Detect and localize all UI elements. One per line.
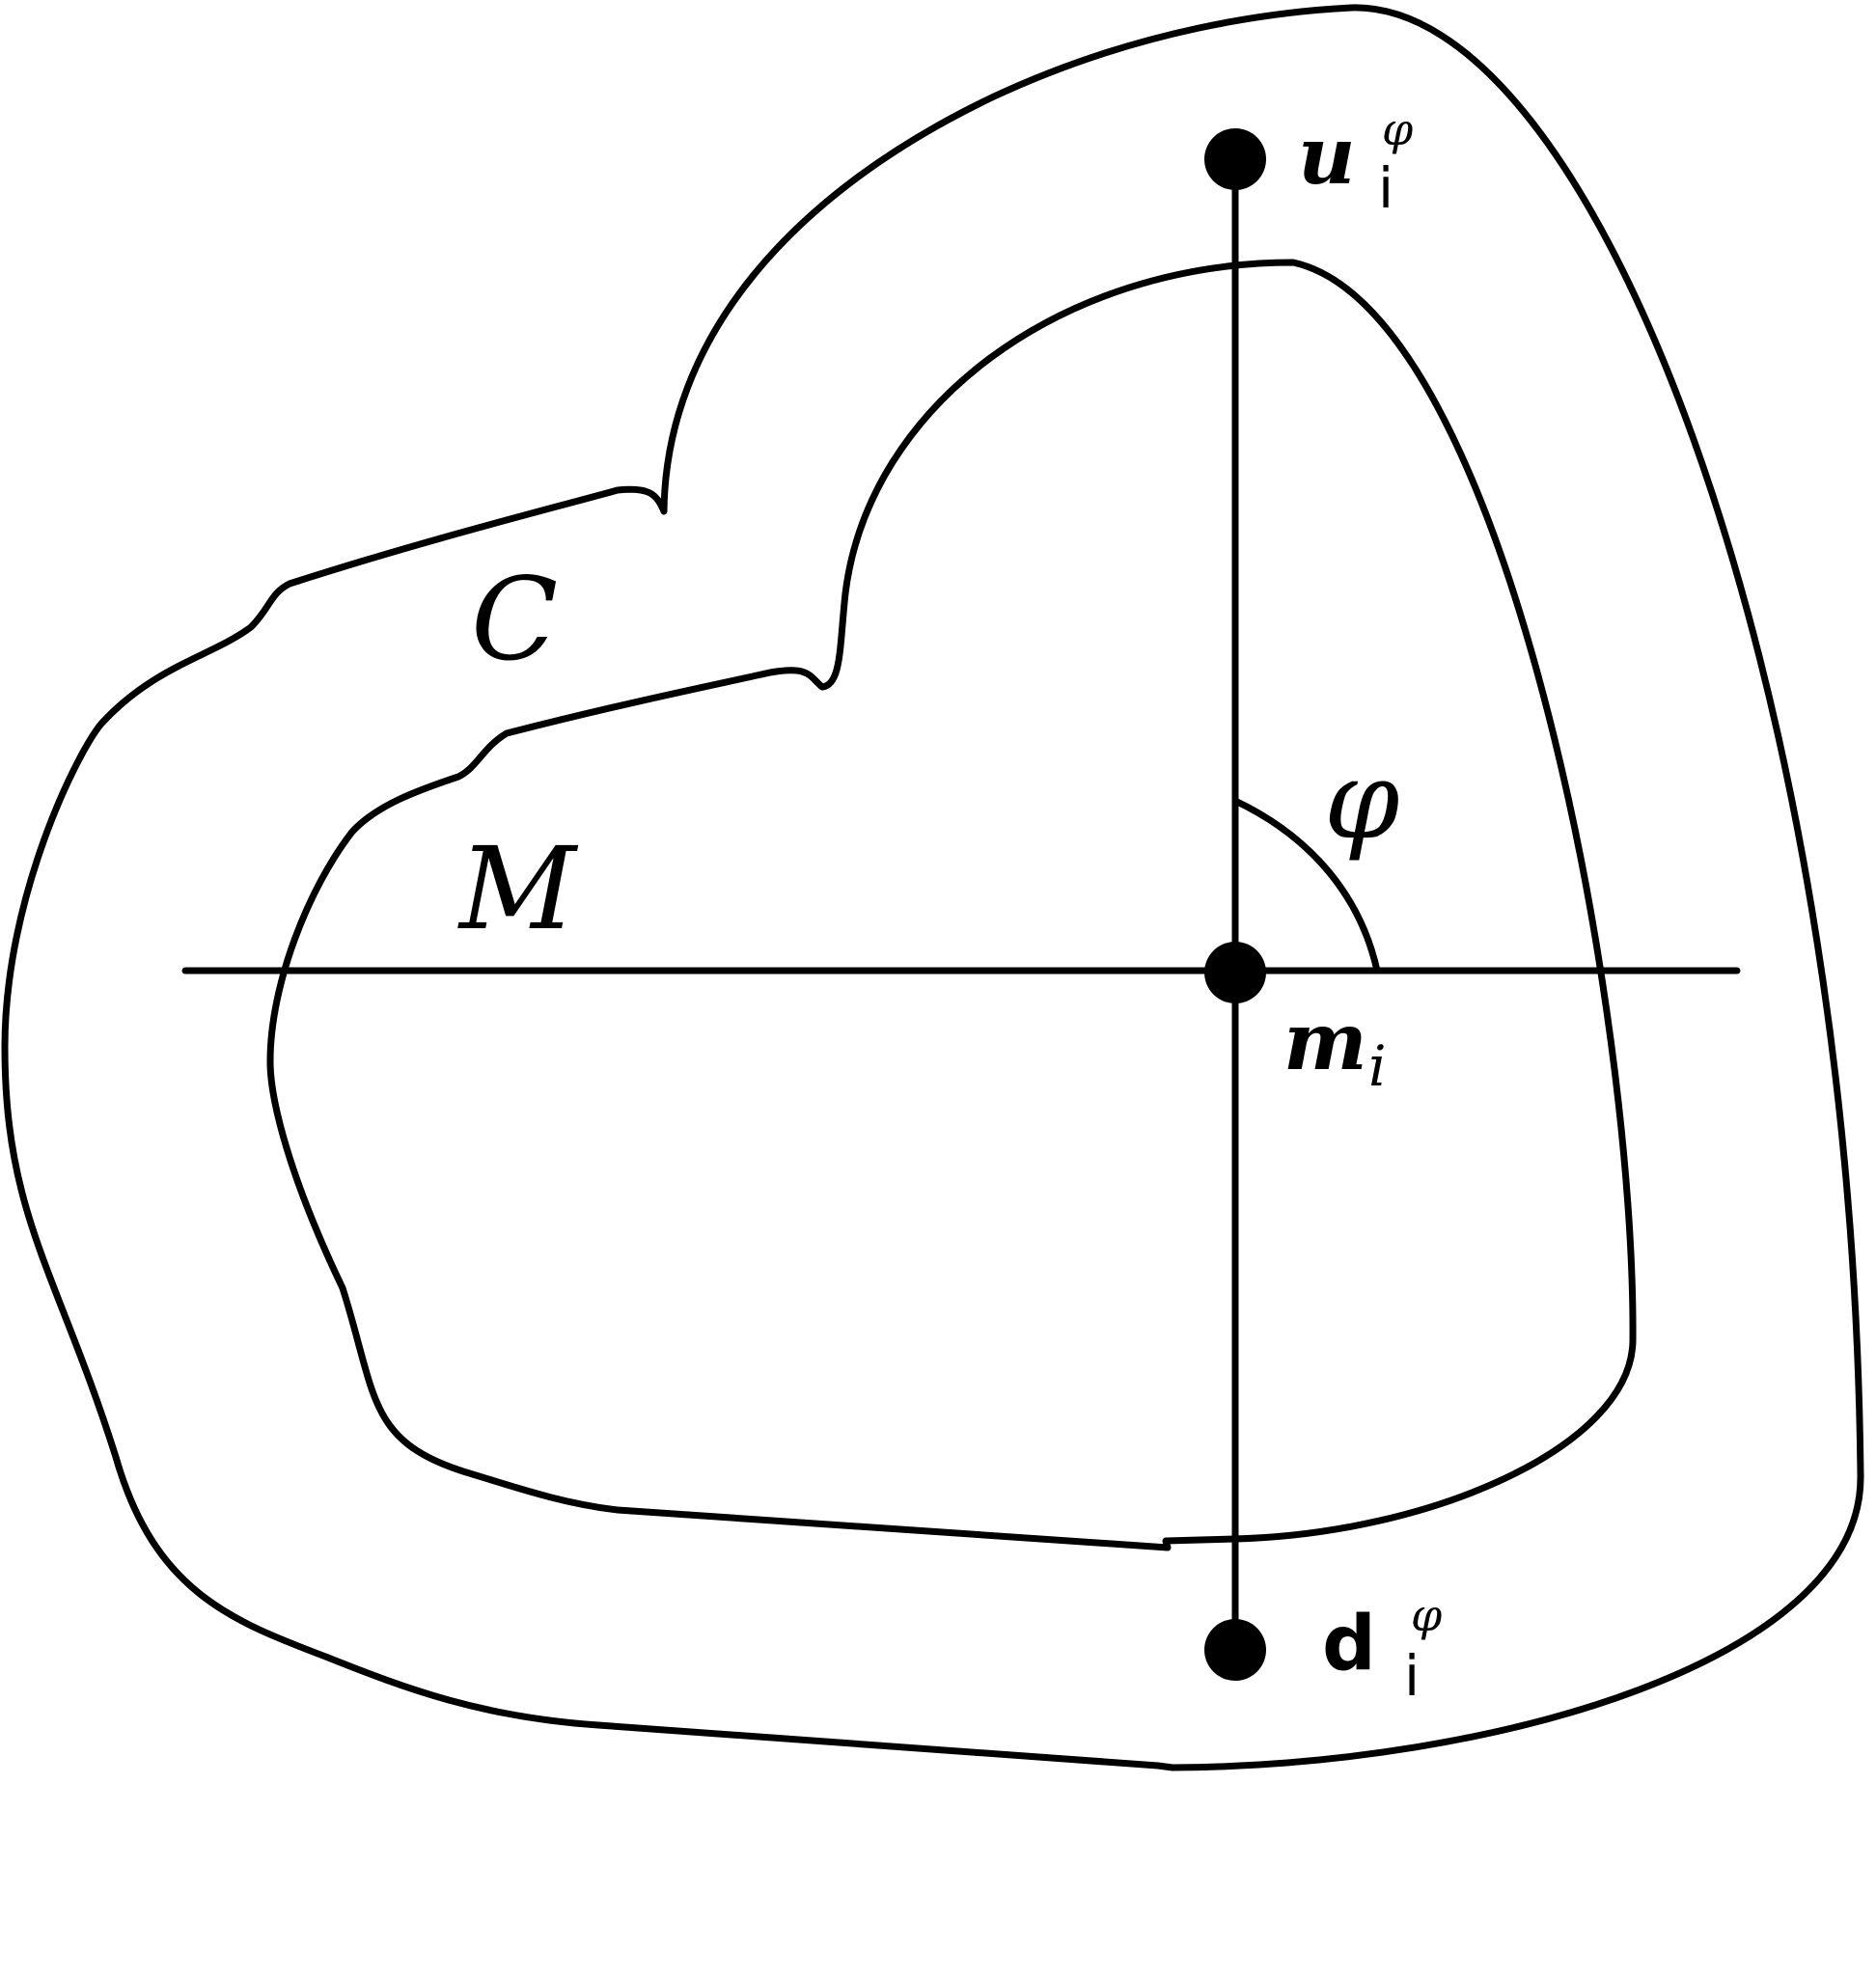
label-d-sup: φ [1411,1589,1443,1641]
inner-curve-m [266,259,1637,1551]
label-phi: φ [1324,738,1399,864]
label-u-sup: φ [1382,103,1414,155]
angle-arc [1231,797,1381,974]
label-m: M [457,822,579,955]
point-d [1204,1619,1266,1681]
point-u [1204,128,1266,190]
label-c: C [471,553,558,686]
point-m [1204,942,1266,1003]
label-m-i: m [1283,996,1367,1088]
label-u-sub: i [1378,155,1393,221]
outer-curve-c [1,4,1864,1771]
label-u: u [1298,110,1356,203]
label-d: d [1322,1601,1376,1688]
label-m-i-sub: i [1368,1033,1387,1099]
label-d-sub: i [1404,1643,1420,1709]
